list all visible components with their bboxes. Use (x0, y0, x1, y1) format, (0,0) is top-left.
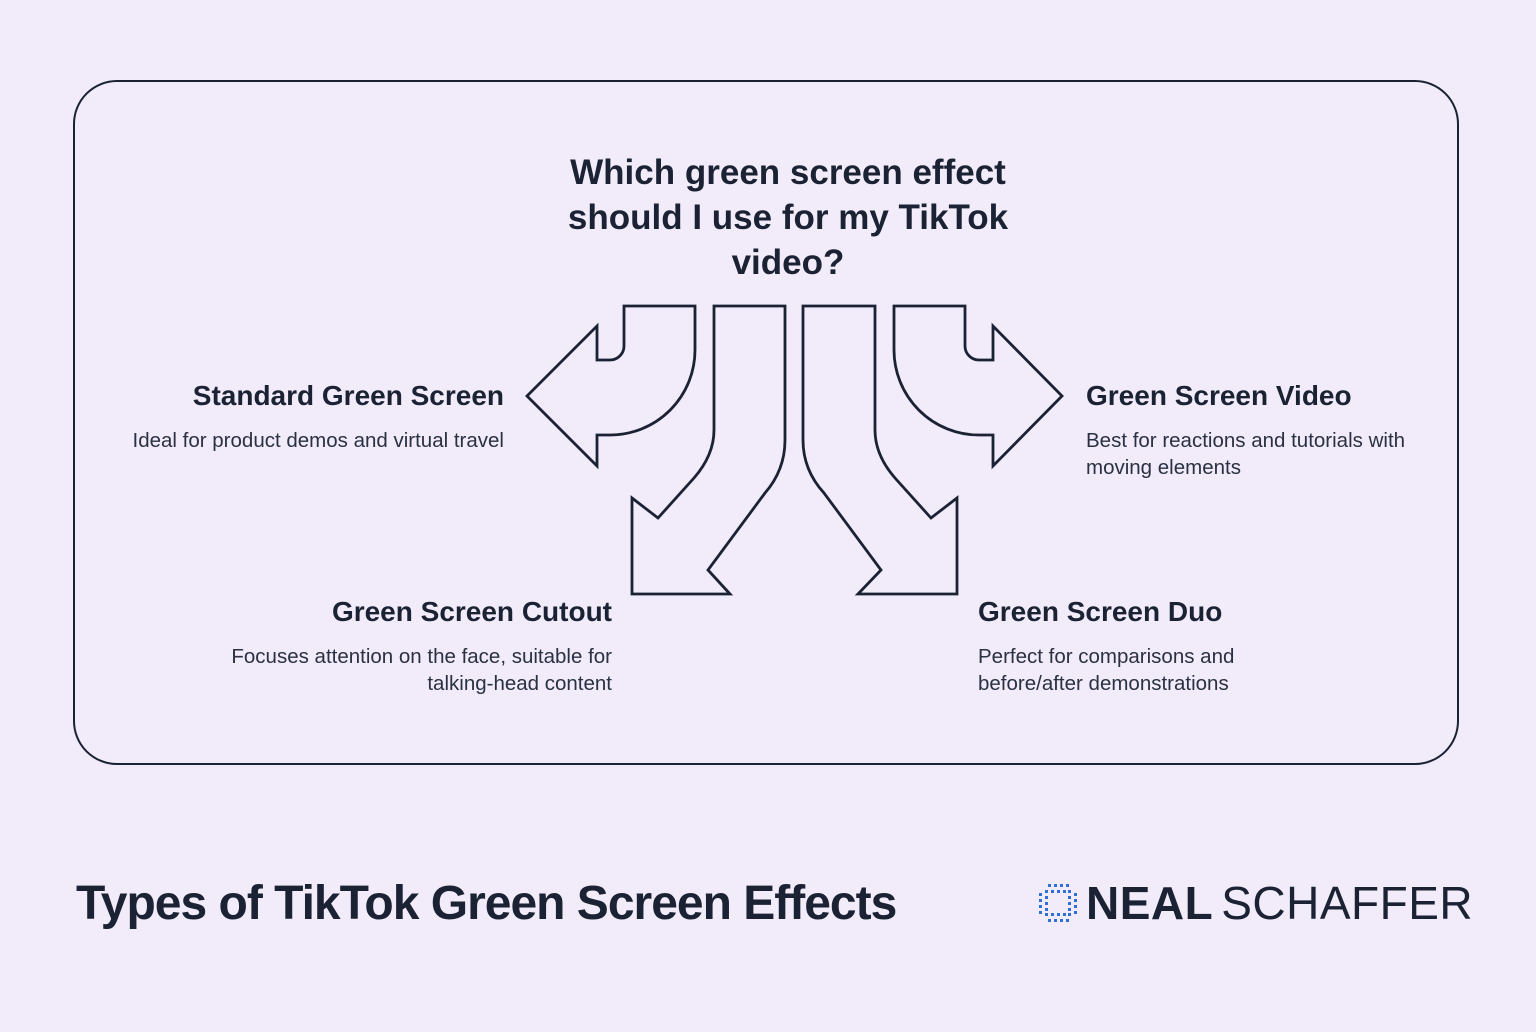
option-title: Green Screen Video (1086, 380, 1352, 411)
brand-logo: NEAL SCHAFFER (1036, 872, 1473, 934)
arrow-standard-green-screen (525, 304, 697, 470)
diagram-frame (73, 80, 1459, 765)
question-heading: Which green screen effect should I use f… (567, 153, 1009, 282)
option-green-screen-cutout: Green Screen Cutout Focuses attention on… (192, 595, 612, 697)
arrow-green-screen-video (892, 304, 1064, 470)
option-description: Ideal for product demos and virtual trav… (132, 429, 504, 452)
option-green-screen-video: Green Screen Video Best for reactions an… (1086, 379, 1446, 481)
option-standard-green-screen: Standard Green Screen Ideal for product … (84, 379, 504, 454)
option-title: Green Screen Duo (978, 596, 1223, 627)
option-title: Standard Green Screen (192, 380, 504, 411)
option-description: Best for reactions and tutorials with mo… (1086, 429, 1406, 479)
logo-wordmark-light: SCHAFFER (1221, 877, 1474, 929)
arrow-green-screen-cutout (630, 304, 787, 596)
option-title: Green Screen Cutout (331, 596, 612, 627)
arrow-green-screen-duo (801, 304, 959, 596)
page-title: Types of TikTok Green Screen Effects (76, 877, 897, 930)
logo-wordmark-bold: NEAL (1086, 877, 1214, 929)
chip-icon (1039, 884, 1077, 922)
option-green-screen-duo: Green Screen Duo Perfect for comparisons… (978, 595, 1288, 697)
option-description: Perfect for comparisons and before/after… (978, 645, 1235, 695)
option-description: Focuses attention on the face, suitable … (231, 645, 612, 695)
